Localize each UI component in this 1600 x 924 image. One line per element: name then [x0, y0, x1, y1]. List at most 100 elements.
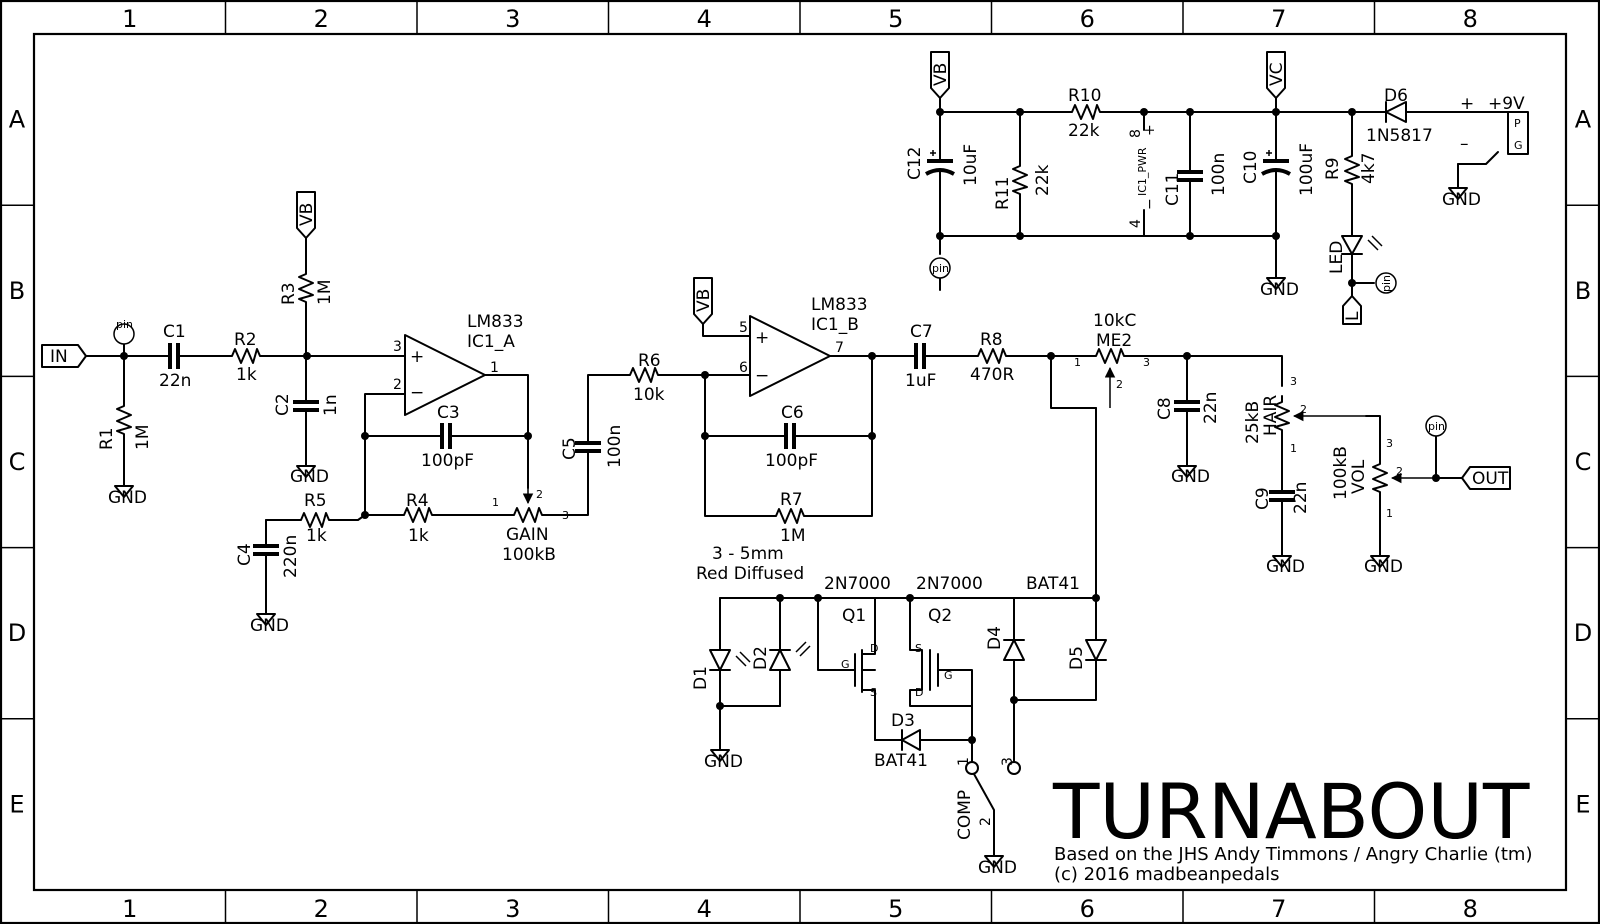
in-port [41, 344, 87, 368]
pin-label-power: pin [932, 262, 949, 275]
frame-row-left-C: C [9, 448, 26, 476]
d2-label: D2 [751, 646, 771, 670]
r3-label: R3 [279, 282, 299, 305]
frame-col-top-7: 7 [1271, 5, 1286, 33]
pin-led [1375, 272, 1397, 294]
vol-label: VOL [1349, 459, 1369, 494]
r1-value: 1M [133, 425, 153, 450]
q2-drain: D [915, 686, 923, 699]
vb-port-r3 [296, 191, 316, 239]
led-note-size: 3 - 5mm [712, 544, 784, 564]
hair-pin3: 3 [1290, 375, 1297, 388]
pin-label-led: pin [1380, 275, 1393, 292]
frame-col-bottom-3: 3 [505, 895, 520, 923]
c1-label: C1 [163, 322, 186, 342]
ic1a-part: LM833 [467, 312, 524, 332]
gnd-label-power: GND [1442, 190, 1481, 210]
c2-label: C2 [273, 393, 293, 416]
r5-label: R5 [304, 491, 327, 511]
frame-row-left-E: E [9, 790, 24, 818]
d3-value: BAT41 [874, 751, 928, 771]
frame-row-right-D: D [1574, 619, 1592, 647]
c9-value: 22n [1291, 482, 1311, 514]
frame-row-left-A: A [9, 106, 26, 134]
c4-label: C4 [235, 543, 255, 566]
gain-pin1: 1 [492, 496, 499, 509]
out-port-label: OUT [1472, 469, 1509, 489]
ic1b-pin6: 6 [739, 360, 748, 376]
frame-col-bottom-8: 8 [1463, 895, 1478, 923]
c3-label: C3 [437, 403, 460, 423]
frame-row-right-B: B [1575, 277, 1591, 305]
comp-pin1-label: 1 [956, 757, 972, 766]
ic1a-plus: + [410, 347, 424, 367]
ic1b-part: LM833 [811, 295, 868, 315]
frame-col-top-3: 3 [505, 5, 520, 33]
gnd-label-r1: GND [108, 488, 147, 508]
frame-row-right-A: A [1575, 106, 1592, 134]
d6-value: 1N5817 [1366, 126, 1433, 146]
vb-label-r3: VB [297, 203, 317, 226]
gnd-label-c8: GND [1171, 467, 1210, 487]
in-port-label: IN [50, 347, 68, 367]
hair-value: 25kB [1243, 401, 1263, 444]
tone-output-stage: 10kC ME2 1 3 2 C8 22n GND 3 2 1 25kB HAI… [1050, 311, 1511, 597]
ic1-a-stage: + − 3 2 1 LM833 IC1_A C3 100pF R5 1k C4 … [235, 312, 751, 636]
frame-col-bottom-4: 4 [697, 895, 712, 923]
hair-label: HAIR [1261, 395, 1281, 436]
pin-label-out: pin [1428, 420, 1445, 433]
l-port [1342, 295, 1362, 325]
vol-pin2: 2 [1396, 465, 1403, 478]
frame-col-top-2: 2 [314, 5, 329, 33]
vb-label-ic1b: VB [694, 289, 714, 312]
c12-label: C12 [905, 146, 925, 180]
frame-col-bottom-7: 7 [1271, 895, 1286, 923]
r9-value: 4k7 [1359, 153, 1379, 184]
r1-label: R1 [97, 427, 117, 450]
ic1a-pin2: 2 [393, 377, 402, 393]
r4-label: R4 [406, 491, 429, 511]
frame-row-right-E: E [1575, 790, 1590, 818]
jack-g: G [1514, 139, 1523, 152]
me2-pin2: 2 [1116, 378, 1123, 391]
c2-value: 1n [321, 394, 341, 416]
r6-value: 10k [633, 385, 665, 405]
me2-pin3: 3 [1143, 356, 1150, 369]
ic1-pwr-minus: − [1142, 198, 1158, 210]
gain-label: GAIN [506, 525, 549, 545]
gnd-label-c9: GND [1266, 557, 1305, 577]
opamp-ic1b [749, 315, 831, 397]
r10-value: 22k [1068, 121, 1100, 141]
ic1b-name: IC1_B [811, 315, 859, 335]
d3-label: D3 [891, 711, 915, 731]
c10-label: C10 [1241, 150, 1261, 184]
comp-pin3-label: 3 [1000, 757, 1016, 766]
d4-label: D4 [985, 626, 1005, 650]
title-subtitle: Based on the JHS Andy Timmons / Angry Ch… [1054, 844, 1532, 865]
r11-value: 22k [1033, 164, 1053, 196]
frame-col-top-6: 6 [1080, 5, 1095, 33]
r7-value: 1M [780, 526, 805, 546]
power-section: VB R10 22k VC C12 10uF pin R11 22k 8 [905, 51, 1529, 325]
gain-pin2: 2 [536, 488, 543, 501]
gnd-label-vol: GND [1364, 557, 1403, 577]
power-9v: +9V [1488, 94, 1525, 114]
d5-label: D5 [1067, 646, 1087, 670]
gnd-label-comp: GND [978, 858, 1017, 878]
r11-label: R11 [993, 177, 1013, 210]
vol-pin1: 1 [1386, 507, 1393, 520]
frame-col-bottom-2: 2 [314, 895, 329, 923]
frame-col-top-1: 1 [122, 5, 137, 33]
c8-value: 22n [1201, 392, 1221, 424]
d6-label: D6 [1384, 86, 1408, 106]
c8-label: C8 [1155, 397, 1175, 420]
gain-value: 100kB [502, 545, 556, 565]
q2-label: Q2 [928, 606, 952, 626]
out-port [1461, 466, 1511, 490]
c6-label: C6 [781, 403, 804, 423]
ic1b-minus: − [755, 366, 769, 386]
title-main: TURNABOUT [1052, 767, 1530, 856]
c7-value: 1uF [905, 371, 936, 391]
vb-port-power [930, 51, 950, 99]
